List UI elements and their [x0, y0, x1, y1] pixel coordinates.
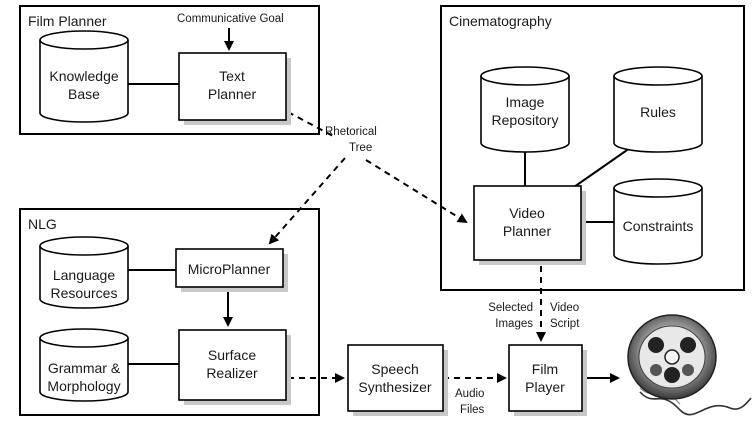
node-speech-synthesizer: Speech Synthesizer [347, 344, 448, 416]
label-surface-realizer-2: Realizer [206, 365, 258, 381]
edge-label-audio-1: Audio [455, 388, 484, 400]
group-film-planner: Film Planner [19, 5, 320, 135]
label-image-repository-2: Repository [492, 112, 559, 128]
db-grammar-morphology: Grammar & Morphology [39, 328, 129, 402]
label-speech-synthesizer-1: Speech [371, 361, 418, 377]
label-constraints: Constraints [623, 218, 694, 234]
group-title-nlg: NLG [28, 216, 57, 232]
label-language-resources-1: Language [53, 267, 116, 283]
film-reel-icon [627, 314, 752, 416]
label-speech-synthesizer-2: Synthesizer [358, 379, 431, 395]
db-knowledge-base: Knowledge Base [39, 30, 129, 123]
edge-label-video-script-1: Video [550, 302, 579, 314]
edge-label-selected-1: Selected [488, 302, 533, 314]
edge-label-communicative-goal: Communicative Goal [177, 13, 284, 25]
label-text-planner-1: Text [219, 68, 245, 84]
label-grammar-1: Grammar & [48, 360, 121, 376]
solid-connectors [128, 83, 631, 365]
edge-label-selected-2: Images [495, 318, 533, 330]
label-video-planner-1: Video [509, 205, 545, 221]
edge-label-video-script-2: Script [550, 318, 580, 330]
label-language-resources-2: Resources [51, 285, 118, 301]
node-microplanner: MicroPlanner [175, 248, 288, 292]
node-text-planner: Text Planner [178, 52, 291, 125]
label-image-repository-1: Image [506, 94, 545, 110]
label-text-planner-2: Planner [208, 86, 257, 102]
label-rules: Rules [640, 104, 676, 120]
node-video-planner: Video Planner [473, 185, 586, 265]
db-language-resources: Language Resources [39, 236, 129, 309]
label-microplanner: MicroPlanner [188, 261, 271, 277]
group-nlg: NLG [19, 208, 320, 416]
group-cinematography: Cinematography [440, 5, 745, 291]
label-film-player-2: Player [525, 379, 565, 395]
edge-rules-video [573, 147, 631, 188]
db-constraints: Constraints [613, 178, 703, 265]
group-title-cinematography: Cinematography [449, 13, 552, 29]
dashed-arrow-to-microplanner [268, 157, 346, 245]
edge-label-rhetorical-2: Tree [349, 142, 372, 154]
db-rules: Rules [613, 66, 703, 153]
label-surface-realizer-1: Surface [208, 347, 256, 363]
solid-arrows [223, 28, 620, 383]
edge-label-rhetorical-1: Rhetorical [325, 126, 377, 138]
db-image-repository: Image Repository [480, 66, 570, 153]
group-title-film-planner: Film Planner [28, 13, 107, 29]
node-surface-realizer: Surface Realizer [178, 329, 291, 405]
edge-label-audio-2: Files [460, 404, 485, 416]
label-knowledge-base-1: Knowledge [49, 68, 118, 84]
node-film-player: Film Player [508, 344, 587, 416]
label-grammar-2: Morphology [47, 378, 120, 394]
label-video-planner-2: Planner [503, 223, 552, 239]
dashed-arrows [268, 111, 546, 383]
dashed-arrow-to-video-planner [287, 111, 466, 222]
label-film-player-1: Film [532, 361, 558, 377]
label-knowledge-base-2: Base [68, 86, 100, 102]
